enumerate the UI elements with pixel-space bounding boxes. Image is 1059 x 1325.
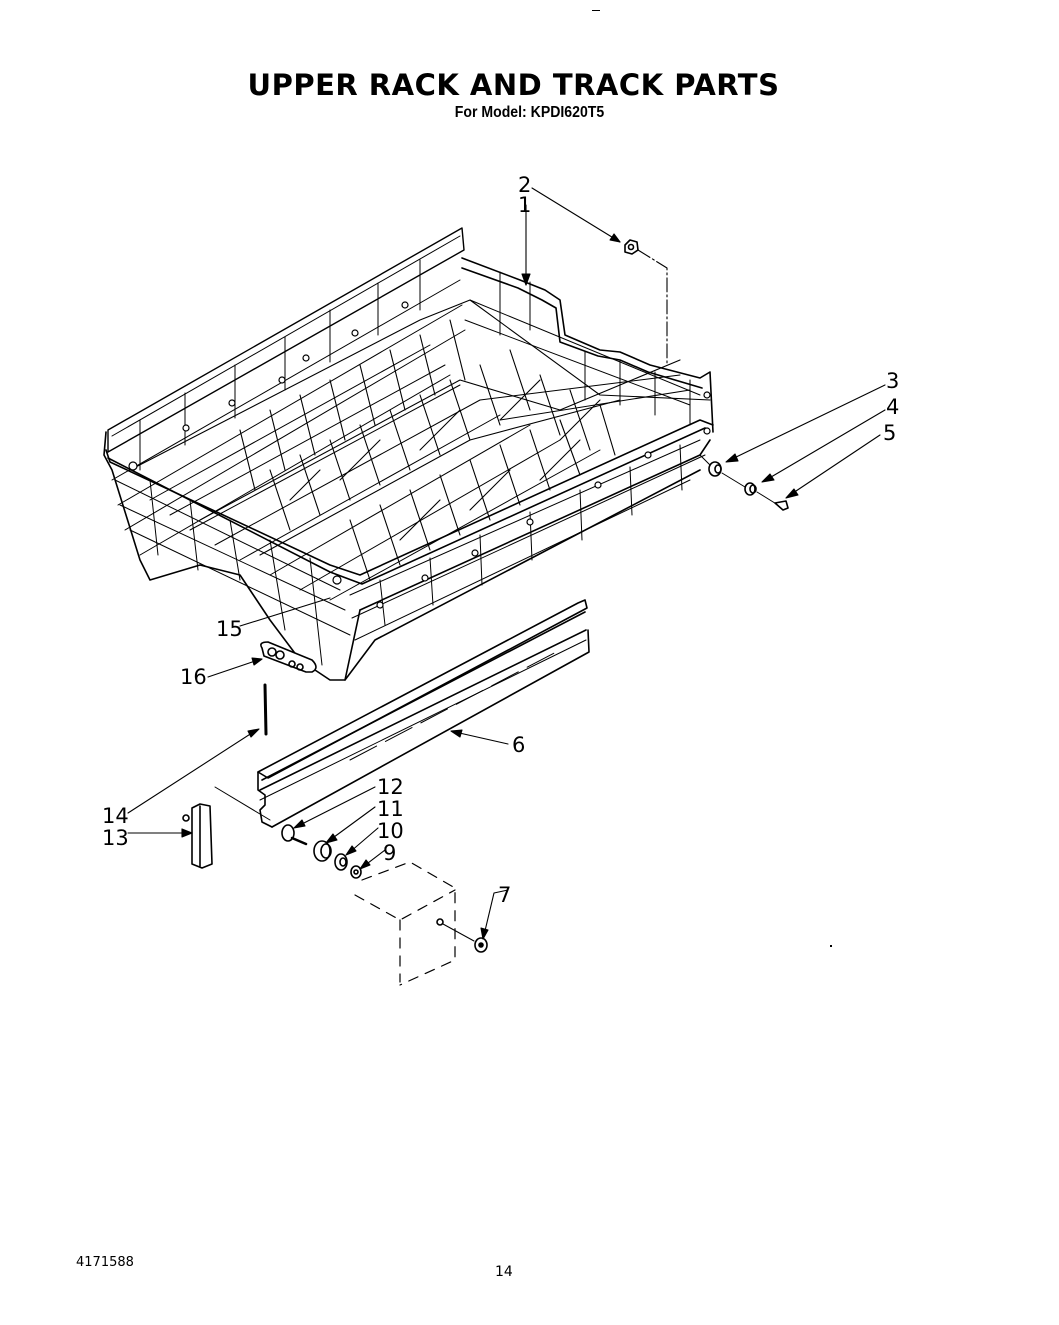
callout-16: 16 xyxy=(180,665,207,689)
callout-9: 9 xyxy=(383,841,396,865)
callout-5: 5 xyxy=(883,421,896,445)
track-part-6 xyxy=(257,599,590,828)
scan-speck xyxy=(830,945,832,947)
callout-11: 11 xyxy=(377,797,404,821)
upper-rack-drawing xyxy=(103,227,714,681)
callout-14: 14 xyxy=(102,804,129,828)
roller-bracket-part-16 xyxy=(260,641,317,673)
callout-labels: 2 1 3 4 5 6 7 9 10 11 12 13 14 15 16 xyxy=(102,173,899,907)
callout-12: 12 xyxy=(377,775,404,799)
callout-15: 15 xyxy=(216,617,243,641)
callout-3: 3 xyxy=(886,369,899,393)
nut-part-2 xyxy=(624,239,668,366)
track-stop-part-7 xyxy=(354,861,488,986)
callout-4: 4 xyxy=(886,395,899,419)
page-number: 14 xyxy=(495,1264,513,1280)
scan-mark xyxy=(592,10,600,11)
model-subtitle: For Model: KPDI620T5 xyxy=(454,104,605,121)
callout-leaders xyxy=(127,187,886,940)
roller-assembly-parts-3-4-5 xyxy=(699,454,789,511)
track-roller-parts-9-12 xyxy=(214,786,362,879)
callout-2: 2 xyxy=(518,173,531,197)
callout-6: 6 xyxy=(512,733,525,757)
callout-13: 13 xyxy=(102,826,129,850)
pin-part-14 xyxy=(263,683,268,736)
callout-10: 10 xyxy=(377,819,404,843)
page-title: UPPER RACK AND TRACK PARTS xyxy=(247,68,780,102)
end-cap-part-13 xyxy=(182,803,213,869)
callout-1: 1 xyxy=(518,193,531,217)
document-number: 4171588 xyxy=(76,1255,134,1270)
callout-7: 7 xyxy=(498,883,511,907)
